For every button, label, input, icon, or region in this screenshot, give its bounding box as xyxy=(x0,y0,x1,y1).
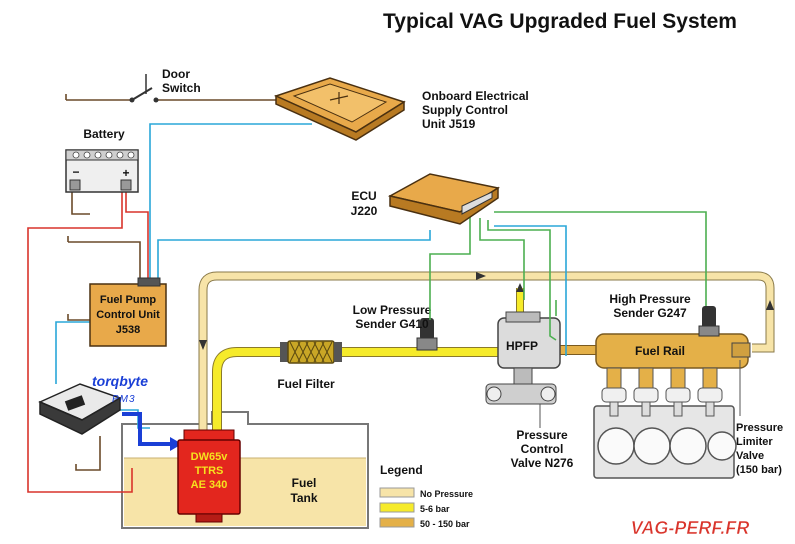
return-down-arrow xyxy=(199,340,207,350)
j519-label-3: Unit J519 xyxy=(422,117,476,131)
injectors xyxy=(601,367,723,417)
pump-label-1: DW65v xyxy=(191,451,229,463)
hpfp-label: HPFP xyxy=(506,339,538,353)
door-switch-label-2: Switch xyxy=(162,81,201,95)
fuel-tank: Fuel Tank xyxy=(121,411,369,529)
pump-label-3: AE 340 xyxy=(191,479,228,491)
legend-label-high: 50 - 150 bar xyxy=(420,519,470,529)
low-sender-label-2: Sender G410 xyxy=(355,317,429,331)
wires-red xyxy=(27,192,149,493)
battery-plus: + xyxy=(122,166,129,180)
battery-minus: − xyxy=(72,165,79,179)
door-switch: Door Switch xyxy=(129,67,201,103)
n276-label-1: Pressure xyxy=(516,428,568,442)
limiter-label-3: Valve xyxy=(736,450,764,462)
injector-4 xyxy=(697,367,723,417)
hpfp: HPFP xyxy=(485,311,561,405)
wires-green xyxy=(429,211,707,341)
ecu-label-1: ECU xyxy=(351,189,376,203)
battery: Battery − + xyxy=(65,127,139,193)
fuel-rail-label: Fuel Rail xyxy=(635,344,685,358)
supply-up-arrow xyxy=(516,283,524,292)
limiter-label: Pressure Limiter Valve (150 bar) xyxy=(736,360,783,476)
n276-label-3: Valve N276 xyxy=(511,456,574,470)
n276-label-2: Control xyxy=(521,442,564,456)
return-flow-arrow xyxy=(476,272,486,280)
legend-label-no-pressure: No Pressure xyxy=(420,489,473,499)
fuel-tank-label-2: Tank xyxy=(290,491,317,505)
wires-blue xyxy=(55,123,567,429)
engine-block xyxy=(593,405,737,479)
limiter-label-1: Pressure xyxy=(736,422,783,434)
j538-label-3: J538 xyxy=(116,324,140,336)
legend-title: Legend xyxy=(380,463,423,477)
door-switch-label-1: Door xyxy=(162,67,190,81)
injector-1 xyxy=(601,367,627,417)
fuel-pump: DW65v TTRS AE 340 xyxy=(177,429,241,523)
limiter-label-4: (150 bar) xyxy=(736,464,782,476)
pm3-signal-arrow xyxy=(122,412,182,451)
pm3-module: torqbyte PM3 xyxy=(38,373,148,435)
j538-label-2: Control Unit xyxy=(96,309,160,321)
high-sender-label-2: Sender G247 xyxy=(613,306,687,320)
return-fuel-line xyxy=(198,271,775,432)
limiter-label-2: Limiter xyxy=(736,436,773,448)
j519-label-2: Supply Control xyxy=(422,103,508,117)
pm3-brand: torqbyte xyxy=(92,373,148,389)
legend-label-low: 5-6 bar xyxy=(420,504,450,514)
site-logo: VAG-PERF.FR xyxy=(631,518,750,538)
j519-label-1: Onboard Electrical xyxy=(422,89,529,103)
pm3-model: PM3 xyxy=(112,394,136,405)
fuel-tank-label-1: Fuel xyxy=(292,476,317,490)
j538-label-1: Fuel Pump xyxy=(100,294,157,306)
legend: Legend No Pressure 5-6 bar 50 - 150 bar xyxy=(379,463,473,529)
legend-swatch-high xyxy=(379,517,415,528)
legend-swatch-no-pressure xyxy=(379,487,415,498)
battery-label: Battery xyxy=(83,127,125,141)
ecu-module: ECU J220 xyxy=(351,173,500,225)
ecu-label-2: J220 xyxy=(351,204,378,218)
low-sender-label-1: Low Pressure xyxy=(353,303,432,317)
fuel-filter: Fuel Filter xyxy=(277,340,342,391)
injector-3 xyxy=(665,367,691,417)
injector-2 xyxy=(633,367,659,417)
legend-swatch-low xyxy=(379,502,415,513)
pump-label-2: TTRS xyxy=(195,465,224,477)
j519-module: Onboard Electrical Supply Control Unit J… xyxy=(273,77,529,141)
fuel-filter-label: Fuel Filter xyxy=(277,377,335,391)
low-pressure-sender: Low Pressure Sender G410 xyxy=(353,303,438,351)
high-sender-label-1: High Pressure xyxy=(609,292,691,306)
fuel-rail: Fuel Rail High Pressure Sender G247 xyxy=(595,292,751,369)
page-title: Typical VAG Upgraded Fuel System xyxy=(383,10,737,33)
j538-module: Fuel Pump Control Unit J538 xyxy=(89,277,167,347)
n276-label: Pressure Control Valve N276 xyxy=(511,404,574,470)
return-up-arrow xyxy=(766,300,774,310)
